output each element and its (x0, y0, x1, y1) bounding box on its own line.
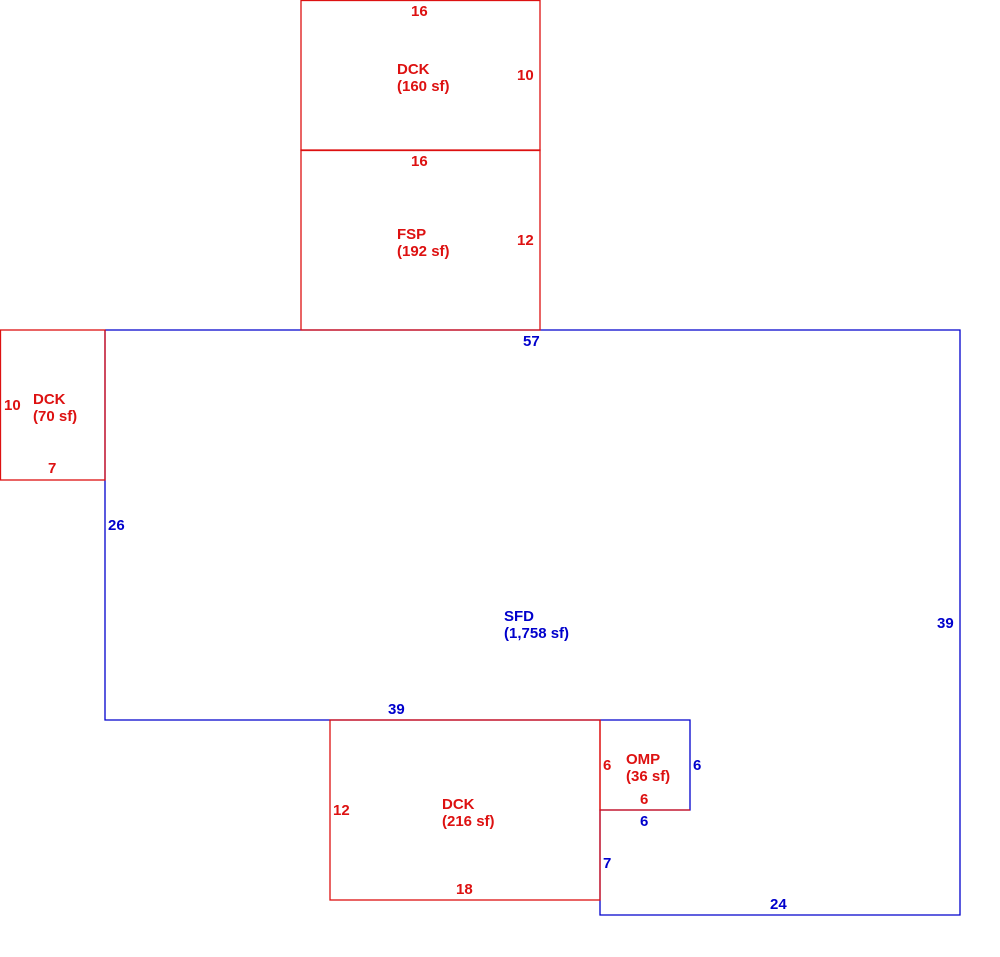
fsp-outline (300, 149, 541, 331)
dck-left-dim-bottom: 7 (48, 460, 56, 477)
sfd-dim-notch-right: 6 (693, 757, 701, 774)
dck-top-dim-top: 16 (411, 3, 428, 20)
fsp-dim-right: 12 (517, 232, 534, 249)
sfd-dim-bottom-right: 24 (770, 896, 787, 913)
sfd-dim-notch-vertical: 7 (603, 855, 611, 872)
sfd-code: SFD (504, 608, 534, 625)
omp-area: (36 sf) (626, 768, 670, 785)
fsp-area: (192 sf) (397, 243, 450, 260)
dck-bottom-dim-bottom: 18 (456, 881, 473, 898)
dck-bottom-dim-left: 12 (333, 802, 350, 819)
sfd-dim-left: 26 (108, 517, 125, 534)
dck-bottom-code: DCK (442, 796, 475, 813)
dck-left-dim-left: 10 (4, 397, 21, 414)
omp-dim-left: 6 (603, 757, 611, 774)
dck-top-code: DCK (397, 61, 430, 78)
sfd-area: (1,758 sf) (504, 625, 569, 642)
dck-left-outline (0, 329, 106, 481)
dck-left-code: DCK (33, 391, 66, 408)
fsp-dim-top: 16 (411, 153, 428, 170)
omp-code: OMP (626, 751, 660, 768)
sfd-dim-notch-bottom: 6 (640, 813, 648, 830)
sfd-dim-bottom-left: 39 (388, 701, 405, 718)
dck-bottom-area: (216 sf) (442, 813, 495, 830)
sfd-dim-top: 57 (523, 333, 540, 350)
dck-top-dim-right: 10 (517, 67, 534, 84)
dck-left-area: (70 sf) (33, 408, 77, 425)
fsp-code: FSP (397, 226, 426, 243)
omp-outline (599, 720, 690, 811)
sfd-dim-right: 39 (937, 615, 954, 632)
dck-top-area: (160 sf) (397, 78, 450, 95)
omp-dim-bottom: 6 (640, 791, 648, 808)
